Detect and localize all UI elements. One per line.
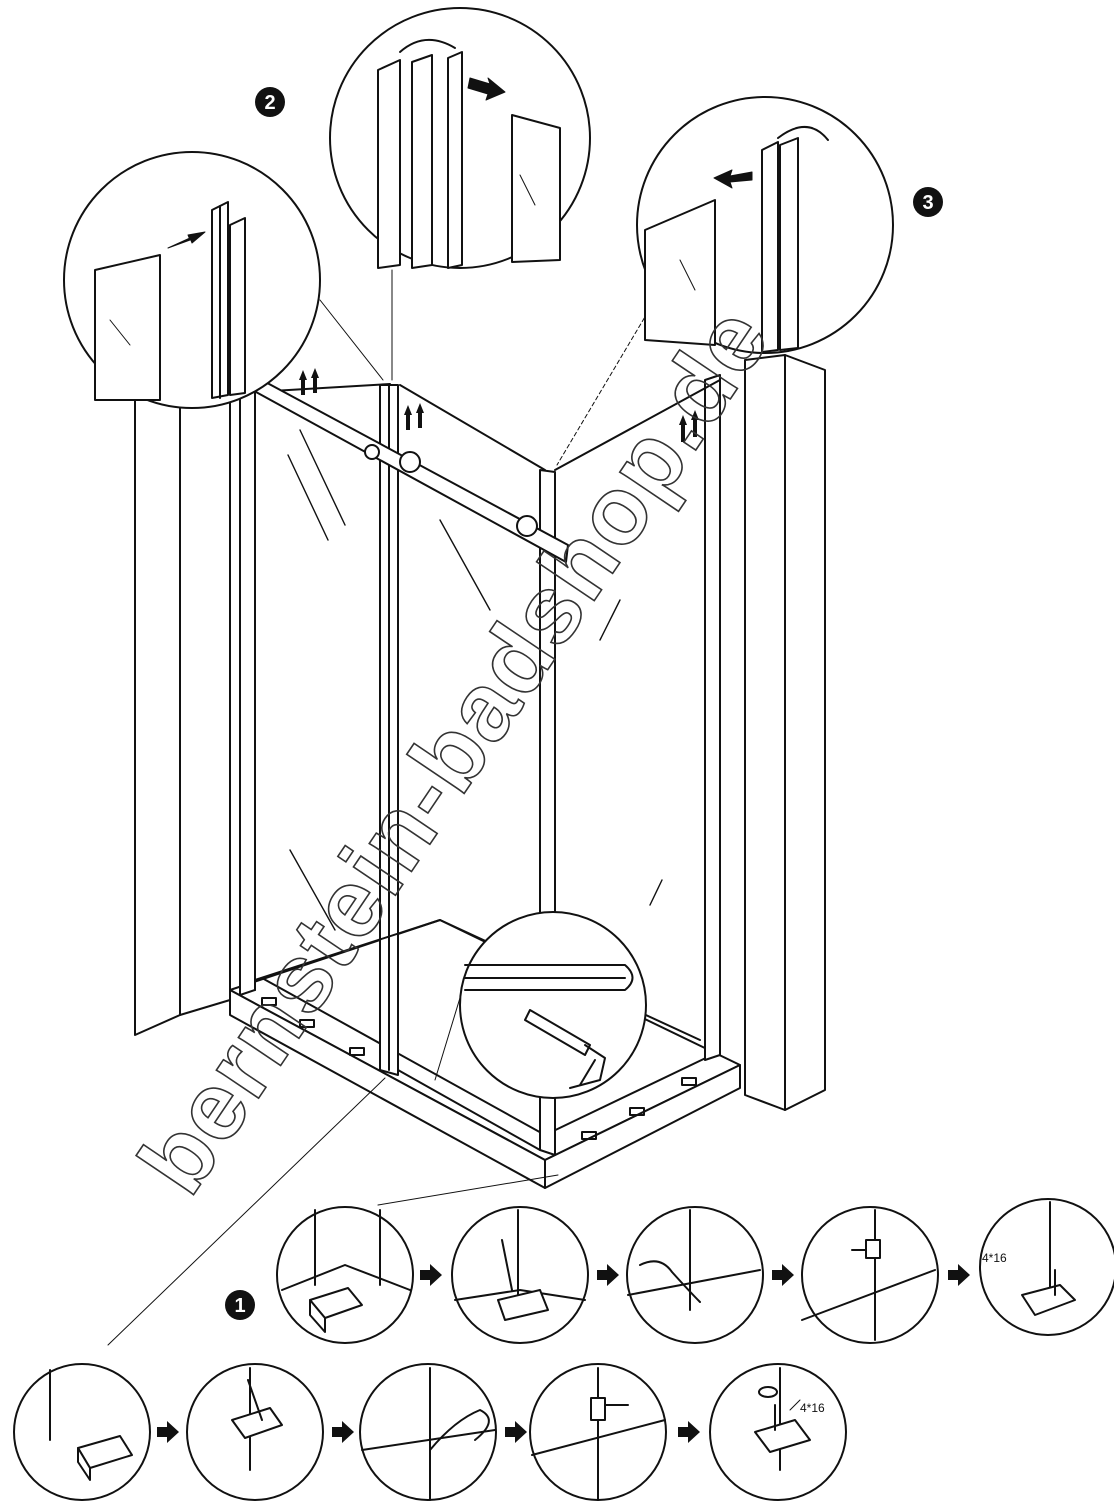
step-badge-1: 1: [225, 1290, 255, 1320]
svg-text:1: 1: [234, 1295, 245, 1317]
left-wall: [134, 344, 231, 1036]
glass-reflections: [287, 429, 663, 931]
detail-row-top: [276, 1198, 1114, 1344]
screw-label-bottom: 4*16: [800, 1401, 825, 1415]
callout-profile-left: [63, 151, 321, 409]
step-badge-3: 3: [913, 187, 943, 217]
callout-profile-center: [329, 7, 591, 269]
callout-profile-right: [636, 96, 894, 354]
sliding-bar: [255, 377, 569, 563]
step-badge-2: 2: [255, 87, 285, 117]
svg-text:3: 3: [922, 192, 933, 214]
step-arrows: [157, 1264, 970, 1443]
callout-sealant: [459, 911, 647, 1099]
screw-label-top: 4*16: [982, 1251, 1007, 1265]
right-wall: [744, 354, 826, 1111]
detail-row-bottom: [13, 1363, 847, 1501]
svg-text:2: 2: [264, 92, 275, 114]
enclosure-frame: [239, 374, 721, 1156]
up-arrows: [299, 368, 699, 442]
